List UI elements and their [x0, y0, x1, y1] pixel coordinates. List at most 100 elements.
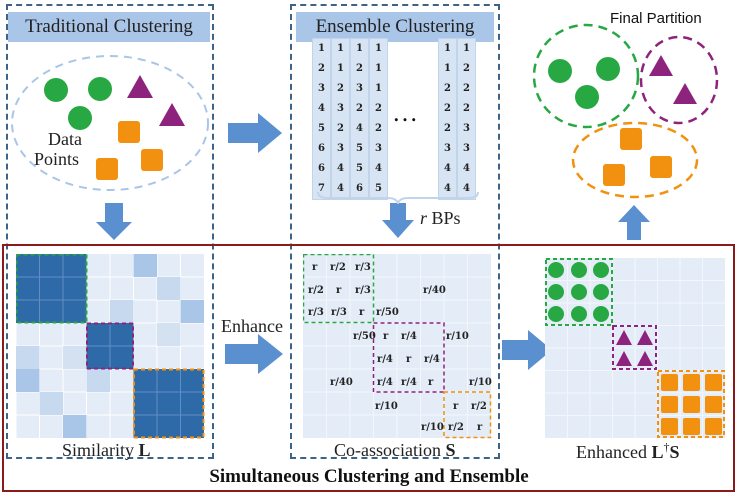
orange-point	[650, 156, 672, 178]
bp-column: 1 1 2 2 2 3 4 4	[438, 38, 457, 200]
ensemble-clustering-title: Ensemble Clustering	[296, 12, 494, 42]
bp-cell: 1	[356, 43, 363, 54]
coassoc-cell: r/10	[469, 377, 492, 388]
coassoc-cell: r/10	[375, 401, 398, 412]
bp-cell: 6	[318, 163, 325, 174]
green-cluster-ellipse	[532, 23, 640, 129]
orange-block	[133, 369, 204, 438]
coassoc-cell: r/4	[401, 331, 417, 342]
orange-point	[620, 128, 642, 150]
coassoc-cell: r	[406, 354, 412, 365]
coassoc-cell: r/4	[424, 354, 440, 365]
bp-cell: 4	[318, 103, 325, 114]
coassoc-cell: r	[428, 377, 434, 388]
coassoc-cell: r	[477, 422, 483, 433]
bp-cell: 5	[356, 163, 363, 174]
orange-cluster-ellipse	[571, 121, 699, 199]
coassoc-cell: r/40	[330, 377, 353, 388]
final-partition-title: Final Partition	[610, 10, 702, 27]
bp-cell: 2	[444, 83, 451, 94]
bp-cell: 1	[375, 43, 382, 54]
coassoc-cell: r/40	[423, 285, 446, 296]
purple-point	[127, 75, 153, 98]
bp-cell: 2	[356, 63, 363, 74]
coassoc-cell: r/2	[330, 262, 346, 273]
bp-cell: 2	[463, 63, 470, 74]
bp-cell: 4	[337, 183, 344, 194]
bp-cell: 2	[444, 123, 451, 134]
bp-cell: 3	[318, 83, 325, 94]
coassoc-cell: r/4	[377, 354, 393, 365]
coassoc-cell: r/4	[377, 377, 393, 388]
coassoc-cell: r/10	[446, 331, 469, 342]
coassoc-cell: r/10	[421, 422, 444, 433]
coassoc-cell: r	[383, 331, 389, 342]
bp-cell: 3	[463, 123, 470, 134]
bp-column: 1 2 2 2 3 3 4 4	[457, 38, 476, 200]
coassoc-cell: r/2	[448, 422, 464, 433]
arrow-up-icon	[618, 205, 650, 240]
coassoc-entries: r r/2 r/3 r/2 r r/3 r/3 r/3 r r/50 r/40 …	[303, 254, 492, 438]
bp-cell: 3	[337, 143, 344, 154]
coassoc-cell: r	[453, 401, 459, 412]
bp-cell: 2	[463, 103, 470, 114]
traditional-clustering-panel	[6, 4, 214, 459]
bp-cell: 4	[444, 163, 451, 174]
simultaneous-frame	[2, 244, 735, 492]
bp-column: 1 2 3 2 4 5 5 6	[350, 38, 369, 200]
bp-cell: 6	[318, 143, 325, 154]
coassoc-cell: r/3	[331, 307, 347, 318]
bp-column: 1 1 1 2 2 3 4 5	[369, 38, 388, 200]
coassoc-cell: r	[312, 262, 318, 273]
arrow-right-icon	[502, 330, 552, 370]
purple-point	[159, 103, 185, 126]
bp-cell: 3	[375, 143, 382, 154]
bp-cell: 1	[444, 63, 451, 74]
green-point	[68, 106, 92, 130]
coassoc-cell: r	[336, 285, 342, 296]
coassoc-cell: r/2	[471, 401, 487, 412]
orange-point	[118, 121, 140, 143]
ensemble-clustering-panel	[290, 4, 500, 459]
bp-cell: 2	[337, 123, 344, 134]
bp-cell: 4	[375, 163, 382, 174]
green-point	[596, 57, 620, 81]
enhance-label: Enhance	[221, 316, 283, 336]
bp-cell: 5	[356, 143, 363, 154]
bp-cell: 3	[463, 143, 470, 154]
coassociation-matrix	[303, 254, 492, 439]
bp-cell: 2	[337, 83, 344, 94]
bp-cell: 5	[375, 183, 382, 194]
green-point	[44, 78, 68, 102]
bp-cell: 2	[375, 103, 382, 114]
green-point	[548, 59, 572, 83]
orange-point	[603, 164, 625, 186]
arrow-down-icon	[382, 203, 414, 238]
bp-cell: 4	[444, 183, 451, 194]
bp-cell: 2	[318, 63, 325, 74]
bp-cell: 1	[337, 43, 344, 54]
orange-point	[96, 158, 118, 180]
coassoc-cell: r/50	[353, 331, 376, 342]
bp-cell: 3	[444, 143, 451, 154]
bp-cell: 1	[444, 43, 451, 54]
bp-cell: 2	[444, 103, 451, 114]
green-block	[16, 254, 87, 323]
arrow-down-icon	[96, 203, 132, 240]
bp-cell: 4	[463, 183, 470, 194]
purple-cluster-ellipse	[639, 35, 719, 125]
bp-cell: 4	[356, 123, 363, 134]
data-points-label: Data Points	[34, 129, 82, 169]
bp-column: 1 1 2 3 2 3 4 4	[331, 38, 350, 200]
bp-cell: 1	[375, 83, 382, 94]
bp-cell: 4	[337, 163, 344, 174]
enhance-arrow-icon	[225, 334, 283, 374]
similarity-matrix	[16, 254, 205, 439]
bp-cell: 2	[375, 123, 382, 134]
bp-cell: 1	[318, 43, 325, 54]
bp-cell: 4	[463, 163, 470, 174]
coassoc-cell: r/2	[308, 285, 324, 296]
bp-cell: 3	[337, 103, 344, 114]
